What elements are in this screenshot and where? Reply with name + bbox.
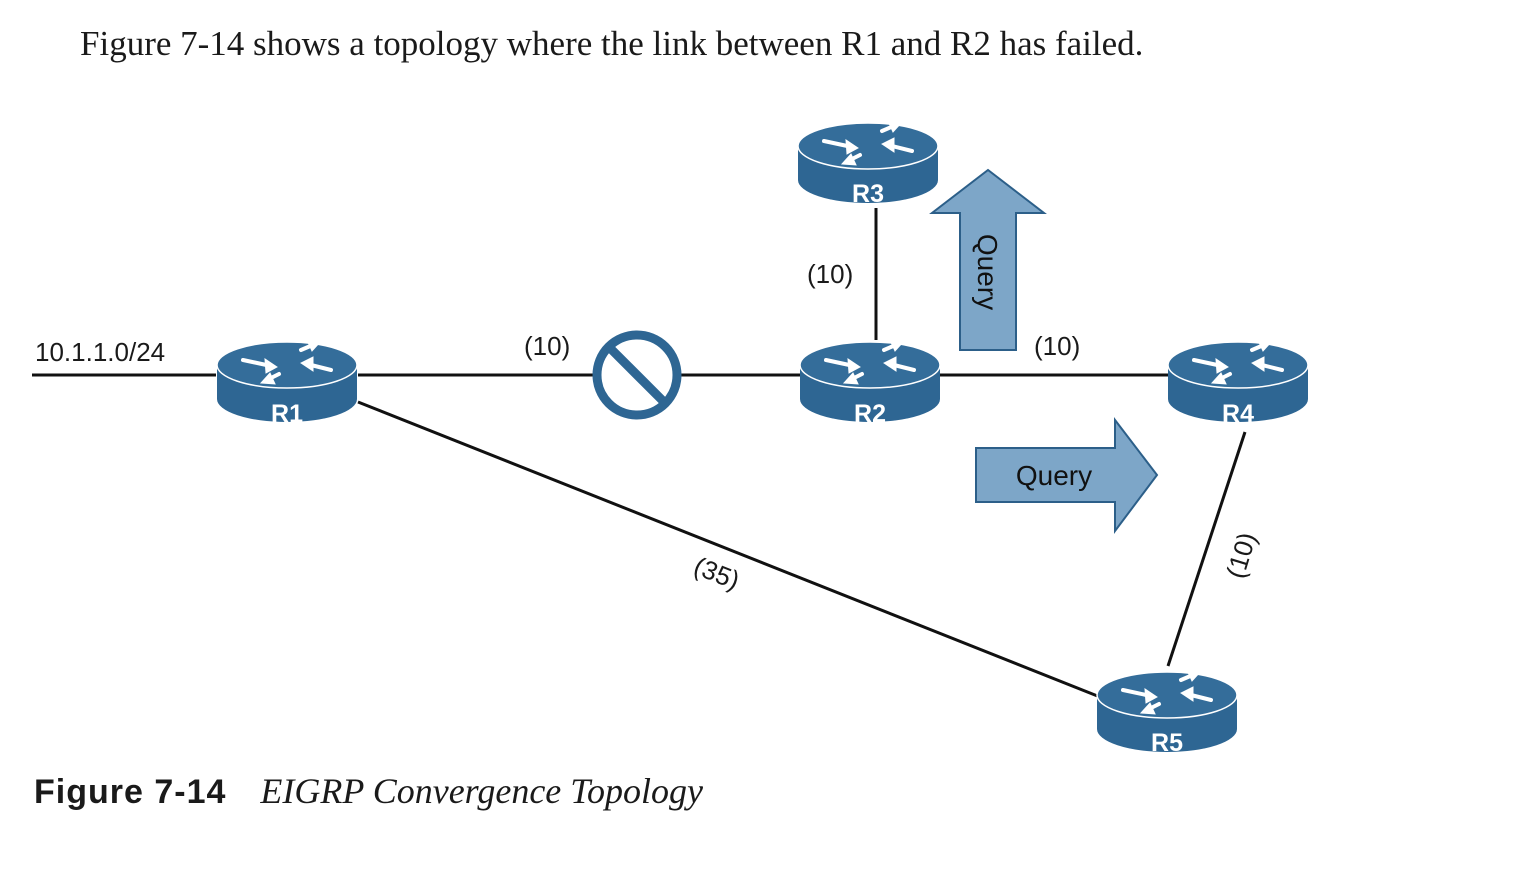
- link-r4-r5-metric: (10): [1220, 529, 1262, 582]
- intro-text: Figure 7-14 shows a topology where the l…: [80, 24, 1144, 63]
- failed-link-icon: [592, 330, 682, 420]
- figure-title: EIGRP Convergence Topology: [260, 771, 703, 811]
- link-r4-r5: [1166, 431, 1247, 667]
- link-r1-r2-metric: (10): [524, 331, 570, 361]
- query-right-label: Query: [1016, 460, 1092, 491]
- query-arrow-up: Query: [929, 168, 1047, 351]
- figure-number: Figure 7-14: [34, 773, 227, 811]
- router-r1: R1: [215, 338, 359, 428]
- router-r2: R2: [798, 338, 942, 428]
- link-r2-r4-metric: (10): [1034, 331, 1080, 361]
- router-r2-label: R2: [854, 400, 886, 428]
- link-r2-r3-metric: (10): [807, 259, 853, 289]
- router-r1-label: R1: [271, 400, 303, 428]
- query-arrow-right: Query: [975, 417, 1159, 534]
- link-r1-r5: [357, 400, 1101, 699]
- router-r4: R4: [1166, 338, 1310, 428]
- query-up-label: Query: [972, 234, 1003, 310]
- network-label: 10.1.1.0/24: [35, 337, 165, 367]
- figure-caption: Figure 7-14 EIGRP Convergence Topology: [34, 770, 703, 812]
- router-r5-label: R5: [1151, 729, 1183, 757]
- router-r3: R3: [796, 119, 940, 208]
- router-r3-label: R3: [852, 180, 884, 208]
- router-r5: R5: [1095, 668, 1239, 757]
- link-r1-r5-metric: (35): [690, 551, 744, 596]
- router-r4-label: R4: [1222, 400, 1254, 428]
